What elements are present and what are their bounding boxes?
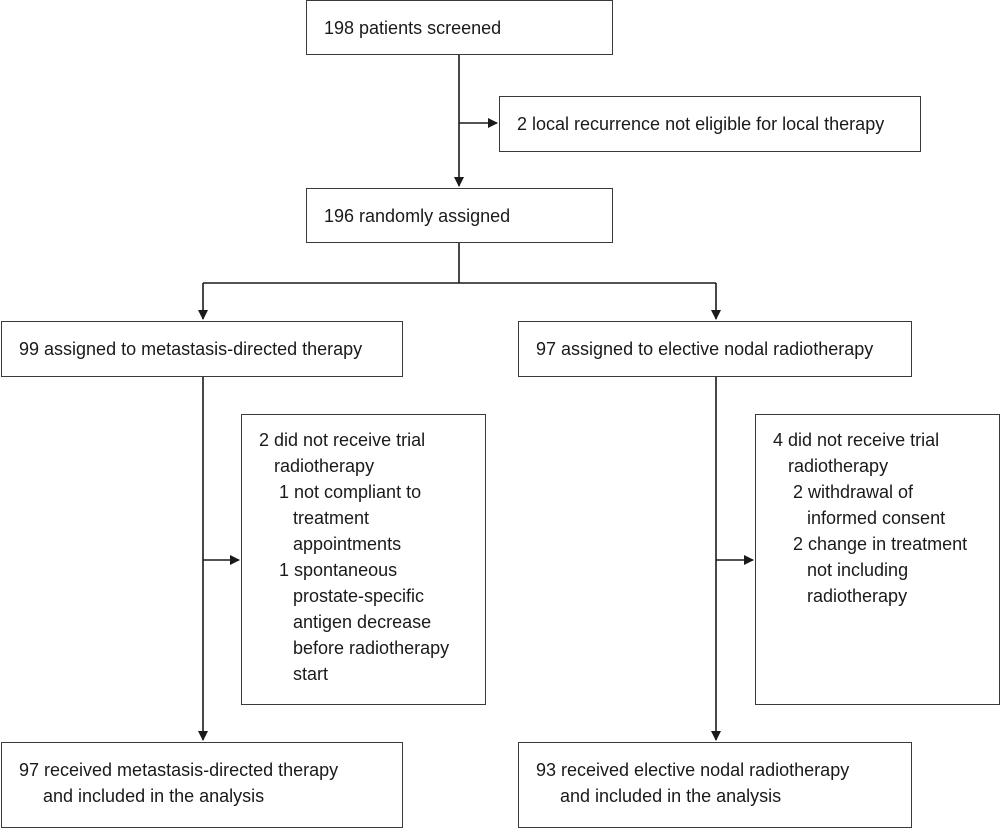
enrt-analysed-box: 93 received elective nodal radiotherapy … bbox=[518, 742, 912, 828]
mdt-exclusion-reason: prostate-specific bbox=[293, 586, 425, 606]
screened-text: 198 patients screened bbox=[324, 17, 502, 38]
enrt-exclusion-header: 4 did not receive trial bbox=[773, 430, 940, 450]
mdt-exclusion-reason: treatment bbox=[293, 508, 370, 528]
enrt-exclusion-reason: informed consent bbox=[807, 508, 946, 528]
mdt-exclusion-reason: 1 not compliant to bbox=[279, 482, 422, 502]
randomised-box: 196 randomly assigned bbox=[306, 188, 613, 243]
mdt-exclusion-reason: appointments bbox=[293, 534, 402, 554]
initial-exclusion-box: 2 local recurrence not eligible for loca… bbox=[499, 96, 921, 152]
enrt-exclusion-header: radiotherapy bbox=[788, 456, 889, 476]
mdt-assigned-text: 99 assigned to metastasis-directed thera… bbox=[19, 339, 363, 359]
enrt-analysed-text: and included in the analysis bbox=[560, 786, 782, 806]
enrt-exclusion-reason: not including bbox=[807, 560, 909, 580]
enrt-exclusion-reason: 2 withdrawal of bbox=[793, 482, 914, 502]
initial-exclusion-text: 2 local recurrence not eligible for loca… bbox=[517, 114, 885, 134]
mdt-assigned-box: 99 assigned to metastasis-directed thera… bbox=[1, 321, 403, 377]
mdt-exclusion-reason: before radiotherapy bbox=[293, 638, 450, 658]
mdt-exclusion-box: 2 did not receive trial radiotherapy 1 n… bbox=[241, 414, 486, 705]
enrt-exclusion-box: 4 did not receive trial radiotherapy 2 w… bbox=[755, 414, 1000, 705]
mdt-analysed-text: and included in the analysis bbox=[43, 786, 265, 806]
randomised-text: 196 randomly assigned bbox=[324, 205, 511, 226]
enrt-assigned-text: 97 assigned to elective nodal radiothera… bbox=[536, 339, 874, 359]
enrt-analysed-text: 93 received elective nodal radiotherapy bbox=[536, 760, 850, 780]
screened-box: 198 patients screened bbox=[306, 0, 613, 55]
mdt-analysed-box: 97 received metastasis-directed therapy … bbox=[1, 742, 403, 828]
mdt-exclusion-reason: start bbox=[293, 664, 329, 684]
enrt-exclusion-reason: radiotherapy bbox=[807, 586, 908, 606]
enrt-assigned-box: 97 assigned to elective nodal radiothera… bbox=[518, 321, 912, 377]
enrt-exclusion-reason: 2 change in treatment bbox=[793, 534, 968, 554]
mdt-analysed-text: 97 received metastasis-directed therapy bbox=[19, 760, 339, 780]
mdt-exclusion-reason: 1 spontaneous bbox=[279, 560, 398, 580]
mdt-exclusion-header: 2 did not receive trial bbox=[259, 430, 426, 450]
mdt-exclusion-header: radiotherapy bbox=[274, 456, 375, 476]
mdt-exclusion-reason: antigen decrease bbox=[293, 612, 432, 632]
